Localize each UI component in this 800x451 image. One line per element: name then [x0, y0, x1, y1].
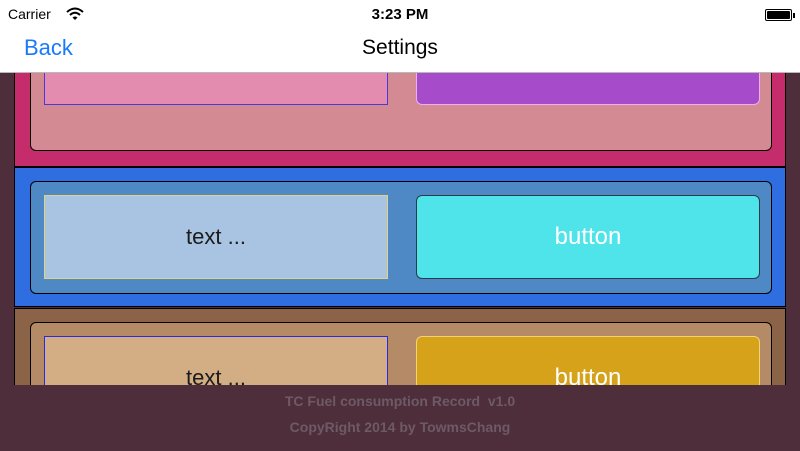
- back-button[interactable]: Back: [24, 35, 73, 60]
- carrier-label: Carrier: [8, 6, 51, 22]
- page-title: Settings: [362, 36, 438, 59]
- row-text-field[interactable]: text ...: [44, 195, 388, 279]
- wifi-icon: [66, 7, 84, 26]
- settings-row: text ... button: [14, 167, 786, 307]
- status-time: 3:23 PM: [371, 6, 429, 23]
- status-bar: Carrier 3:23 PM: [0, 0, 800, 30]
- battery-icon: [765, 9, 795, 21]
- footer: TC Fuel consumption Record v1.0 CopyRigh…: [0, 385, 800, 451]
- row-button[interactable]: button: [416, 336, 760, 385]
- settings-row: text ... button: [14, 308, 786, 385]
- app-version-label: TC Fuel consumption Record v1.0: [284, 393, 516, 409]
- row-card: text ... button: [30, 322, 772, 385]
- row-card: text ... button: [30, 181, 772, 294]
- navigation-bar: Back Settings: [0, 30, 800, 73]
- copyright-label: CopyRight 2014 by TowmsChang: [289, 419, 511, 435]
- row-button[interactable]: button: [416, 195, 760, 279]
- row-text-field[interactable]: text ...: [44, 336, 388, 385]
